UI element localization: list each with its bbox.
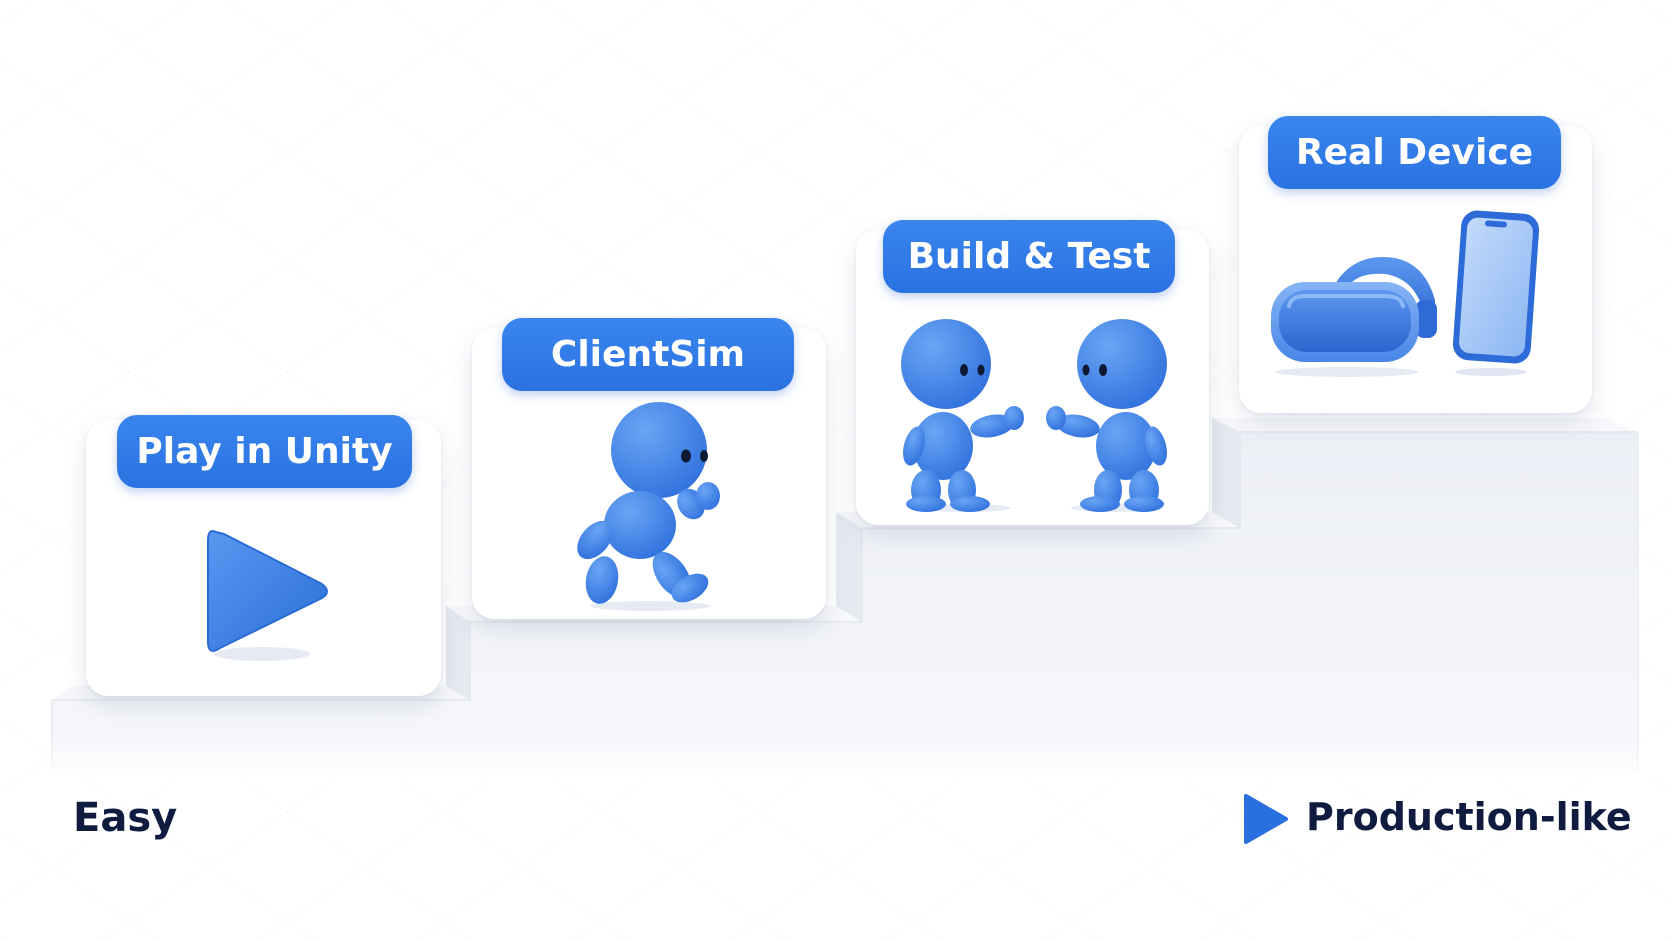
- smartphone-icon: [1452, 210, 1540, 376]
- play-icon: [207, 530, 328, 661]
- step-label-build-and-test: Build & Test: [883, 220, 1175, 293]
- axis-end-label: Production-like: [1306, 795, 1632, 839]
- stair-riser-3: [1212, 418, 1240, 528]
- axis-start-label: Easy: [73, 795, 178, 841]
- stair-riser-2: [836, 512, 862, 622]
- step-label-play-in-unity: Play in Unity: [117, 415, 412, 488]
- running-figure-icon: [577, 402, 720, 611]
- stair-step-4-top: [1212, 418, 1638, 432]
- two-figures-icon: [901, 319, 1167, 512]
- stair-riser-1: [446, 606, 470, 700]
- step-label-clientsim: ClientSim: [502, 318, 794, 391]
- step-label-real-device: Real Device: [1268, 116, 1561, 189]
- vr-headset-icon: [1271, 257, 1437, 377]
- stair-body: [52, 432, 1638, 772]
- progression-arrow: [211, 794, 1288, 844]
